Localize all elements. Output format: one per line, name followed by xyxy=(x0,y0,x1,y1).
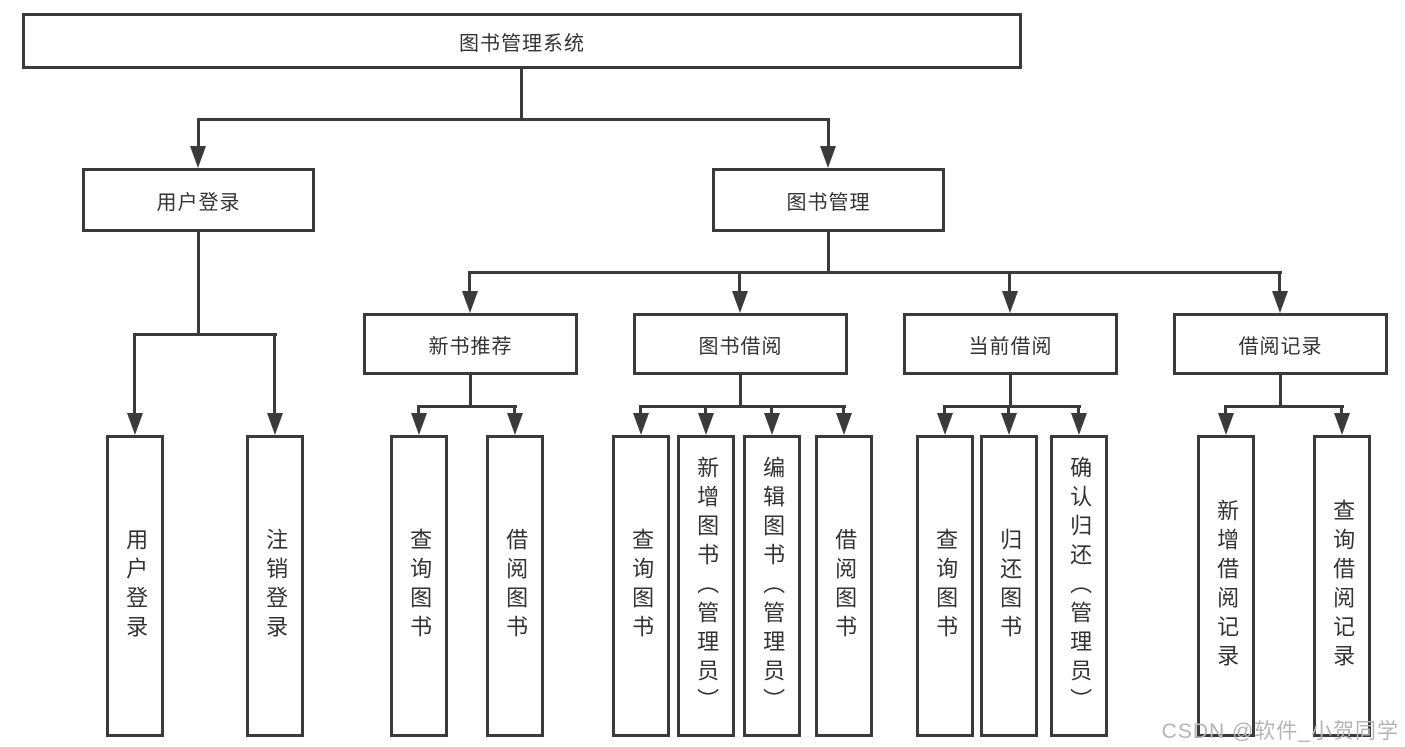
node-user-login-label: 用户登录 xyxy=(156,191,241,214)
arrow-down xyxy=(732,291,748,313)
node-book-borrow-label: 图书借阅 xyxy=(698,335,783,358)
connector-stub xyxy=(704,405,707,414)
leaf-query-books-recommend: 查询图书 xyxy=(390,435,448,737)
leaf-add-borrow-record: 新增借阅记录 xyxy=(1197,435,1255,737)
node-user-login: 用户登录 xyxy=(82,168,315,232)
leaf-confirm-return-admin: 确认归还（管理员） xyxy=(1050,435,1108,737)
connector-stub xyxy=(1279,375,1282,408)
node-current-borrow: 当前借阅 xyxy=(903,313,1118,375)
leaf-user-login-label: 用户登录 xyxy=(123,528,149,644)
node-root-label: 图书管理系统 xyxy=(459,32,585,55)
leaf-user-login: 用户登录 xyxy=(106,435,164,737)
arrow-down xyxy=(462,291,478,313)
leaf-query-books-borrow: 查询图书 xyxy=(612,435,670,737)
node-root: 图书管理系统 xyxy=(22,13,1022,69)
leaf-edit-books-admin: 编辑图书（管理员） xyxy=(743,435,801,737)
node-book-management-label: 图书管理 xyxy=(786,191,871,214)
arrow-down xyxy=(507,413,523,435)
arrow-down xyxy=(127,413,143,435)
arrow-down xyxy=(190,146,206,168)
connector-stub xyxy=(513,405,516,414)
leaf-query-books-current: 查询图书 xyxy=(916,435,974,737)
connector-stub xyxy=(943,405,946,414)
leaf-borrow-books-recommend-label: 借阅图书 xyxy=(503,528,529,644)
connector-stub xyxy=(770,405,773,414)
connector-group-hline xyxy=(417,405,517,408)
arrow-down xyxy=(1272,291,1288,313)
node-borrow-records-label: 借阅记录 xyxy=(1238,335,1323,358)
connector-stub xyxy=(738,271,741,292)
watermark: CSDN @软件_小贺同学 xyxy=(1161,720,1399,743)
leaf-borrow-books-recommend: 借阅图书 xyxy=(486,435,544,737)
node-new-book-recommend-label: 新书推荐 xyxy=(428,335,513,358)
node-borrow-records: 借阅记录 xyxy=(1173,313,1388,375)
connector-stub xyxy=(469,375,472,408)
leaf-return-books: 归还图书 xyxy=(980,435,1038,737)
connector-stub xyxy=(468,271,471,292)
connector-stub xyxy=(417,405,420,414)
leaf-logout-label: 注销登录 xyxy=(263,528,289,644)
connector-stub xyxy=(1278,271,1281,292)
connector-stub xyxy=(1009,375,1012,408)
leaf-return-books-label: 归还图书 xyxy=(997,528,1023,644)
arrow-down xyxy=(1218,413,1234,435)
connector-stub xyxy=(827,118,830,147)
arrow-down xyxy=(1334,413,1350,435)
connector-stub xyxy=(273,333,276,414)
connector-level2-hline xyxy=(197,118,830,121)
leaf-query-borrow-record-label: 查询借阅记录 xyxy=(1330,499,1356,673)
arrow-down xyxy=(698,413,714,435)
connector-group-hline xyxy=(639,405,846,408)
connector-mgmt-vline xyxy=(827,232,830,274)
leaf-logout: 注销登录 xyxy=(246,435,304,737)
arrow-down xyxy=(937,413,953,435)
leaf-borrow-books-label: 借阅图书 xyxy=(832,528,858,644)
connector-stub xyxy=(842,405,845,414)
arrow-down xyxy=(764,413,780,435)
node-book-borrow: 图书借阅 xyxy=(633,313,848,375)
leaf-query-books-recommend-label: 查询图书 xyxy=(407,528,433,644)
connector-level3-hline xyxy=(468,271,1282,274)
connector-user-vline xyxy=(197,232,200,336)
node-new-book-recommend: 新书推荐 xyxy=(363,313,578,375)
connector-stub xyxy=(1007,405,1010,414)
arrow-down xyxy=(1002,291,1018,313)
node-book-management: 图书管理 xyxy=(712,168,945,232)
connector-user-hline xyxy=(133,333,277,336)
connector-group-hline xyxy=(943,405,1081,408)
leaf-query-books-borrow-label: 查询图书 xyxy=(629,528,655,644)
leaf-query-borrow-record: 查询借阅记录 xyxy=(1313,435,1371,737)
leaf-borrow-books: 借阅图书 xyxy=(815,435,873,737)
arrow-down xyxy=(1071,413,1087,435)
arrow-down xyxy=(820,146,836,168)
connector-stub xyxy=(197,118,200,147)
connector-group-hline xyxy=(1224,405,1344,408)
connector-stub xyxy=(1340,405,1343,414)
node-current-borrow-label: 当前借阅 xyxy=(968,335,1053,358)
arrow-down xyxy=(267,413,283,435)
connector-stub xyxy=(1008,271,1011,292)
connector-stub xyxy=(133,333,136,414)
connector-stub xyxy=(739,375,742,408)
connector-root-vline xyxy=(520,69,523,121)
leaf-add-borrow-record-label: 新增借阅记录 xyxy=(1214,499,1240,673)
connector-stub xyxy=(1224,405,1227,414)
arrow-down xyxy=(633,413,649,435)
leaf-edit-books-admin-label: 编辑图书（管理员） xyxy=(760,455,786,717)
connector-stub xyxy=(639,405,642,414)
leaf-add-books-admin: 新增图书（管理员） xyxy=(677,435,735,737)
leaf-confirm-return-admin-label: 确认归还（管理员） xyxy=(1067,455,1093,717)
arrow-down xyxy=(411,413,427,435)
arrow-down xyxy=(1001,413,1017,435)
connector-stub xyxy=(1077,405,1080,414)
leaf-add-books-admin-label: 新增图书（管理员） xyxy=(694,455,720,717)
leaf-query-books-current-label: 查询图书 xyxy=(933,528,959,644)
arrow-down xyxy=(836,413,852,435)
